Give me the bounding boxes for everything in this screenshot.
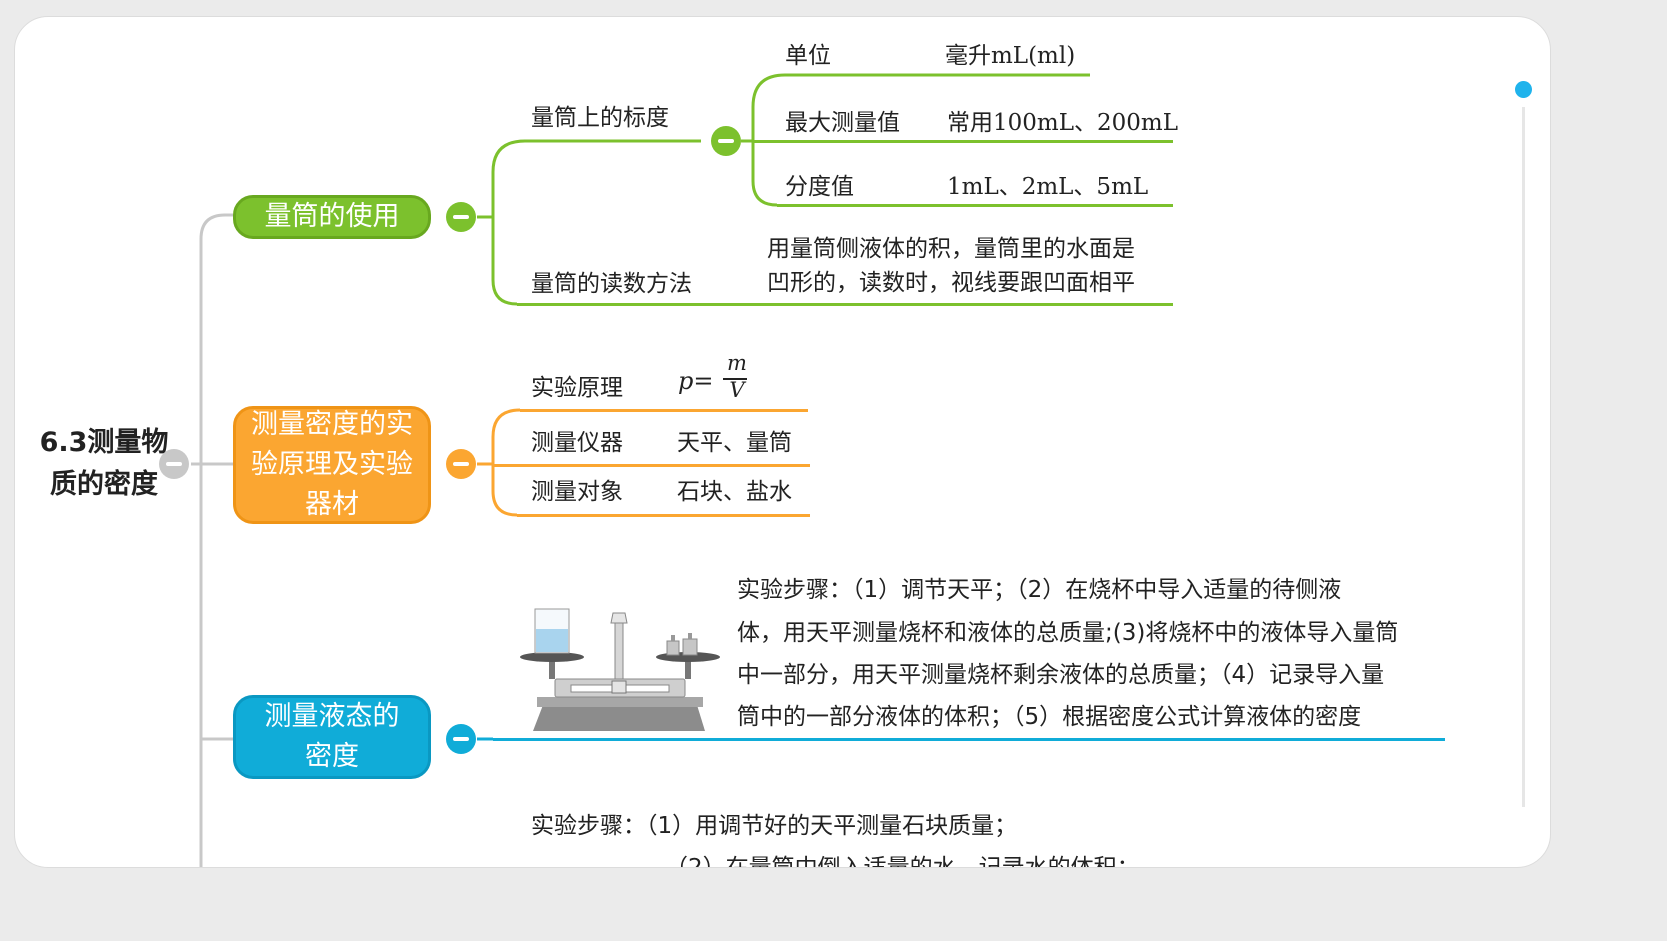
liquid-steps-line3: 中一部分，用天平测量烧杯剩余液体的总质量；（4）记录导入量: [737, 662, 1385, 688]
branch-label: 量筒的使用: [264, 201, 400, 232]
item-max-key[interactable]: 最大测量值: [785, 110, 900, 136]
root-title: 6.3测量物质的密度: [39, 427, 169, 500]
branch-label-line1: 测量密度的实: [251, 409, 413, 440]
fraction-bar: [723, 378, 747, 380]
density-formula: p=: [678, 367, 713, 395]
rule-principle: [520, 409, 808, 412]
mindmap-canvas: 6.3测量物质的密度 量筒的使用 量筒上的标度 单位 毫升mL(ml) 最大测量…: [14, 16, 1551, 868]
formula-denominator: V: [729, 378, 745, 402]
instrument-value: 天平、量筒: [677, 430, 792, 456]
root-topic[interactable]: 6.3测量物质的密度: [29, 422, 179, 506]
liquid-steps-line1: 实验步骤：（1）调节天平；（2）在烧杯中导入适量的待侧液: [737, 577, 1342, 603]
formula-left: p=: [678, 367, 714, 395]
principle-key[interactable]: 实验原理: [531, 375, 623, 401]
reading-text-line2: 凹形的，读数时，视线要跟凹面相平: [767, 270, 1135, 296]
rule-object: [517, 514, 810, 517]
object-value: 石块、盐水: [677, 479, 792, 505]
collapse-branch1-icon[interactable]: [446, 202, 476, 232]
rule-max-value: [753, 140, 1173, 143]
branch-label-line3: 器材: [305, 489, 359, 520]
reading-text-line1: 用量筒侧液体的积，量筒里的水面是: [767, 236, 1135, 262]
formula-numerator: m: [727, 351, 747, 375]
branch-label-line2: 密度: [305, 741, 359, 772]
vertical-scrollbar[interactable]: [1522, 107, 1525, 807]
object-key[interactable]: 测量对象: [531, 479, 623, 505]
collapse-root-icon[interactable]: [159, 449, 189, 479]
liquid-steps-line2: 体，用天平测量烧杯和液体的总质量;(3)将烧杯中的液体导入量筒: [737, 620, 1399, 646]
scroll-thumb[interactable]: [1515, 81, 1532, 98]
connector-lines: [191, 73, 1090, 867]
branch-density-principle[interactable]: 测量密度的实 验原理及实验 器材: [233, 406, 431, 524]
collapse-branch2-icon[interactable]: [446, 449, 476, 479]
rule-liquid-steps: [493, 738, 1445, 741]
collapse-scale-icon[interactable]: [711, 126, 741, 156]
balance-scale-image: [520, 608, 720, 731]
item-unit-key[interactable]: 单位: [785, 43, 831, 69]
sub-reading-method[interactable]: 量筒的读数方法: [531, 271, 692, 297]
sub-cylinder-scale[interactable]: 量筒上的标度: [531, 105, 669, 131]
branch-liquid-density[interactable]: 测量液态的 密度: [233, 695, 431, 779]
rule-instrument: [493, 464, 810, 467]
instrument-key[interactable]: 测量仪器: [531, 430, 623, 456]
branch-label-line2: 验原理及实验: [251, 449, 413, 480]
item-unit-value: 毫升mL(ml): [945, 43, 1076, 69]
solid-steps-line2: （2）在量筒中倒入适量的水，记录水的体积；: [665, 855, 1140, 868]
solid-steps-line1: 实验步骤：（1）用调节好的天平测量石块质量；: [531, 813, 1018, 839]
rule-division: [777, 204, 1173, 207]
liquid-steps-line4: 筒中的一部分液体的体积；（5）根据密度公式计算液体的密度: [737, 704, 1362, 730]
rule-reading: [517, 303, 1173, 306]
branch-label-line1: 测量液态的: [264, 701, 400, 732]
item-max-value: 常用100mL、200mL: [947, 110, 1178, 136]
collapse-branch3-icon[interactable]: [446, 724, 476, 754]
item-division-key[interactable]: 分度值: [785, 174, 854, 200]
branch-cylinder-use[interactable]: 量筒的使用: [233, 195, 431, 239]
item-division-value: 1mL、2mL、5mL: [947, 174, 1149, 200]
